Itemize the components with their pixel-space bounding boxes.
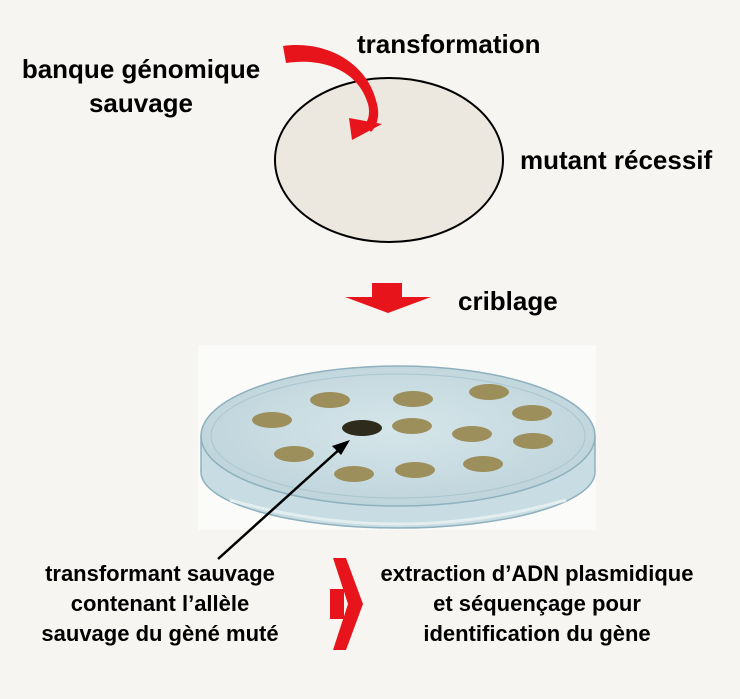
colony (452, 426, 492, 442)
pointer-arrow-icon (217, 440, 350, 560)
mutant-label: mutant récessif (520, 145, 713, 175)
colony (513, 433, 553, 449)
genomic-library-label-line: banque génomique (21, 54, 261, 84)
colony (310, 392, 350, 408)
colonies (252, 384, 553, 482)
curved-red-arrow-icon (283, 45, 382, 140)
transformant-label: transformant sauvage contenant l’allèle … (22, 559, 298, 649)
colony (469, 384, 509, 400)
extraction-label-line: extraction d’ADN plasmidique (380, 561, 694, 586)
colony (274, 446, 314, 462)
recessive-mutant-cell (274, 77, 504, 243)
red-down-arrow-icon (345, 283, 431, 313)
transformant-label-line: sauvage du gèné muté (41, 621, 279, 646)
genomic-library-label-line: sauvage (88, 88, 194, 118)
red-right-arrow-icon (330, 558, 363, 650)
colony (393, 391, 433, 407)
transformation-label: transformation (357, 29, 541, 59)
transformant-label-line: transformant sauvage (45, 561, 275, 586)
extraction-label: extraction d’ADN plasmidique et séquença… (362, 559, 712, 649)
genomic-library-label: banque génomique sauvage (10, 52, 272, 120)
colony (395, 462, 435, 478)
colony (334, 466, 374, 482)
target-colony (342, 420, 382, 436)
transformant-label-line: contenant l’allèle (70, 591, 250, 616)
extraction-label-line: identification du gène (423, 621, 651, 646)
screening-label: criblage (458, 286, 558, 316)
colony (463, 456, 503, 472)
colony (392, 418, 432, 434)
extraction-label-line: et séquençage pour (433, 591, 641, 616)
colony (252, 412, 292, 428)
colony (512, 405, 552, 421)
